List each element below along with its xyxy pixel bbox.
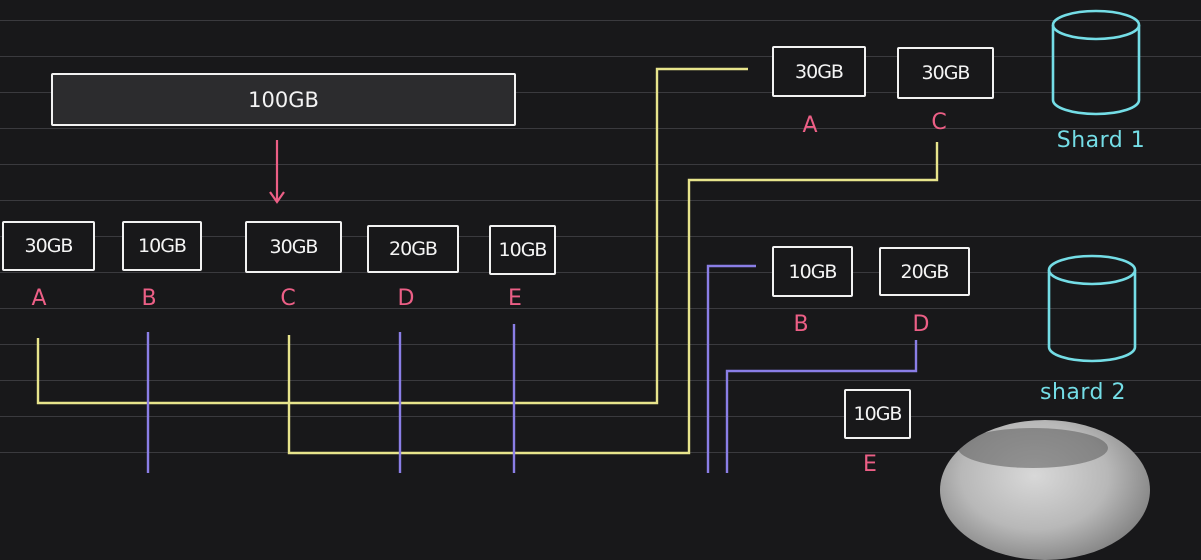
split-arrow-head [269, 191, 285, 204]
presenter-webcam [940, 420, 1150, 560]
chunk-d-label: D [397, 286, 415, 311]
wire-d-to-shard2 [725, 340, 918, 473]
connector-wires [36, 9, 1141, 473]
shard2-chunk-d-box: 20GB [879, 247, 970, 296]
rule-line [0, 380, 1201, 381]
shard2-database-icon [1047, 254, 1137, 363]
rule-line [0, 92, 1201, 93]
shard2-chunk-e-label: E [863, 452, 877, 477]
wire-b-to-shard2 [706, 264, 756, 473]
wire-c-to-shard1 [287, 142, 939, 455]
rule-line [0, 56, 1201, 57]
shard2-chunk-b-label: B [793, 312, 809, 337]
shard2-chunk-d-label: D [912, 312, 930, 337]
rule-line [0, 128, 1201, 129]
chunk-d-box: 20GB [367, 225, 459, 273]
shard1-database-icon [1051, 9, 1141, 116]
presenter-hair [958, 428, 1108, 468]
chunk-e-label: E [508, 286, 522, 311]
chunk-b-label: B [141, 286, 157, 311]
rule-line [0, 200, 1201, 201]
chunk-a-box: 30GB [2, 221, 95, 271]
shard1-chunk-c-label: C [931, 110, 947, 135]
shard1-name: Shard 1 [1056, 128, 1146, 153]
chunk-a-label: A [31, 286, 47, 311]
rule-line [0, 344, 1201, 345]
chunk-c-label: C [280, 286, 296, 311]
shard1-chunk-c-box: 30GB [897, 47, 994, 99]
rule-line [0, 308, 1201, 309]
chunk-e-box: 10GB [489, 225, 556, 275]
shard2-chunk-b-box: 10GB [772, 246, 853, 297]
chunk-c-box: 30GB [245, 221, 342, 273]
rule-line [0, 272, 1201, 273]
shard2-name: shard 2 [1040, 380, 1126, 405]
shard2-chunk-e-box: 10GB [844, 389, 911, 439]
chunk-b-box: 10GB [122, 221, 202, 271]
rule-line [0, 416, 1201, 417]
rule-line [0, 20, 1201, 21]
shard1-chunk-a-label: A [802, 113, 818, 138]
wire-a-to-shard1 [36, 67, 748, 405]
source-block-100gb: 100GB [51, 73, 516, 126]
rule-line [0, 164, 1201, 165]
rule-line [0, 236, 1201, 237]
shard1-chunk-a-box: 30GB [772, 46, 866, 97]
